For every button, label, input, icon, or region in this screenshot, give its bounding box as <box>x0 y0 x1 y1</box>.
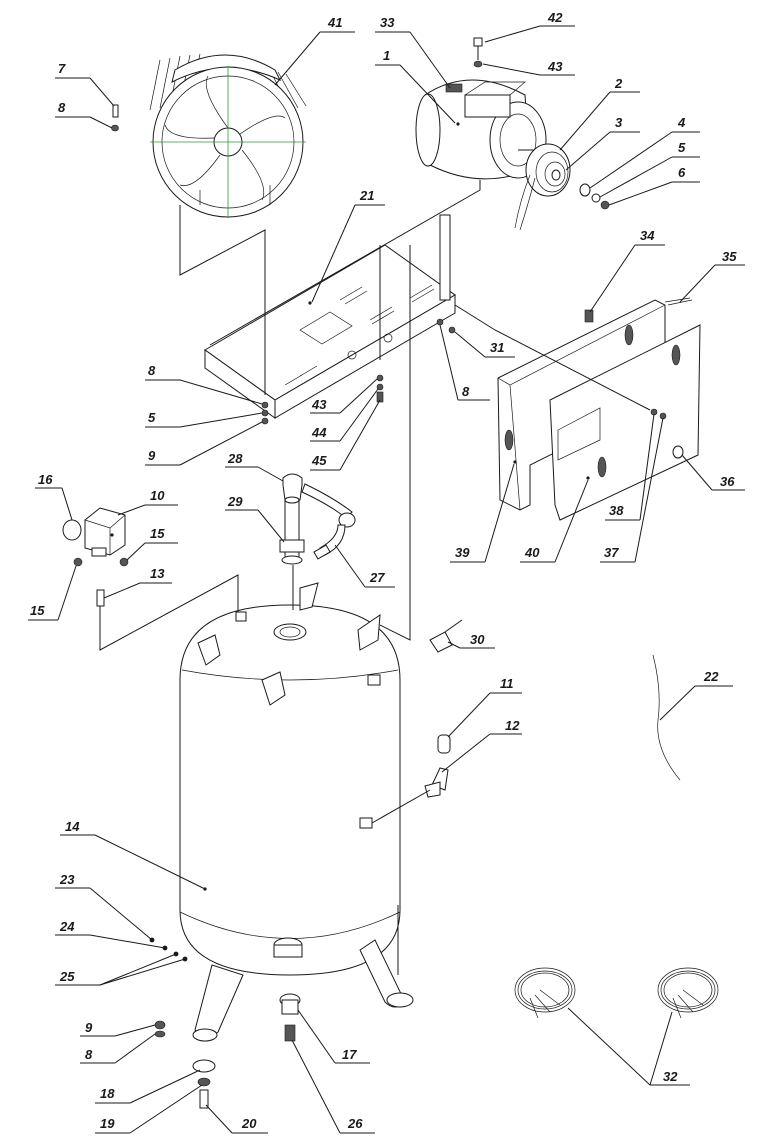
callout-21: 21 <box>359 188 374 203</box>
callout-20: 20 <box>241 1116 257 1131</box>
air-hose <box>652 654 681 781</box>
callout-30: 30 <box>470 632 485 647</box>
callout-15-left: 15 <box>30 603 45 618</box>
callout-8-left: 8 <box>148 363 156 378</box>
callout-16: 16 <box>38 472 53 487</box>
base-fasteners <box>261 318 456 425</box>
callout-39: 39 <box>455 545 470 560</box>
callout-5-left: 5 <box>148 410 156 425</box>
callout-24: 24 <box>59 919 75 934</box>
callout-27: 27 <box>369 570 385 585</box>
callout-23: 23 <box>59 872 75 887</box>
callout-13: 13 <box>150 566 165 581</box>
callout-33: 33 <box>380 15 395 30</box>
callout-44: 44 <box>311 425 327 440</box>
pulley-fasteners <box>579 183 610 210</box>
callout-31: 31 <box>490 340 504 355</box>
fan-pump-assembly <box>149 53 307 218</box>
callout-22: 22 <box>703 669 719 684</box>
wire-coils <box>514 967 719 1019</box>
air-tank <box>179 582 401 976</box>
callout-32: 32 <box>663 1069 678 1084</box>
callout-35: 35 <box>722 249 737 264</box>
callout-11: 11 <box>500 676 514 691</box>
assembly-lines <box>99 180 651 975</box>
check-valve <box>279 473 356 565</box>
callout-8-bottom: 8 <box>85 1047 93 1062</box>
callout-43-mid: 43 <box>311 397 327 412</box>
callout-6: 6 <box>678 165 686 180</box>
motor-pulley <box>514 143 571 231</box>
callout-34: 34 <box>640 228 655 243</box>
callout-17: 17 <box>342 1047 357 1062</box>
motor-bolt <box>473 37 483 68</box>
motor-base-plate <box>204 214 456 419</box>
callout-12: 12 <box>505 718 520 733</box>
callout-5-top: 5 <box>678 140 686 155</box>
callout-15-right: 15 <box>150 526 165 541</box>
callouts: 41 33 1 42 43 7 8 2 3 4 5 6 21 <box>28 10 745 1134</box>
callout-10: 10 <box>150 488 165 503</box>
pressure-switch <box>62 507 129 607</box>
callout-40: 40 <box>524 545 540 560</box>
callout-45: 45 <box>311 453 327 468</box>
callout-38: 38 <box>609 503 624 518</box>
callout-4: 4 <box>677 115 686 130</box>
callout-2: 2 <box>614 76 623 91</box>
callout-8-top: 8 <box>58 100 66 115</box>
safety-valve <box>424 734 451 798</box>
callout-19: 19 <box>100 1116 115 1131</box>
callout-37: 37 <box>604 545 619 560</box>
callout-42: 42 <box>547 10 563 25</box>
callout-3: 3 <box>615 115 623 130</box>
callout-43-top: 43 <box>547 59 563 74</box>
tank-legs <box>192 939 414 1042</box>
belt-guard <box>497 297 701 521</box>
callout-8-mid: 8 <box>462 384 470 399</box>
callout-28: 28 <box>227 451 243 466</box>
callout-26: 26 <box>347 1116 363 1131</box>
callout-25: 25 <box>59 969 75 984</box>
callout-36: 36 <box>720 474 735 489</box>
callout-29: 29 <box>227 494 243 509</box>
callout-14: 14 <box>65 819 80 834</box>
ball-valve <box>429 619 463 653</box>
callout-7: 7 <box>58 61 66 76</box>
callout-9-bottom: 9 <box>85 1020 93 1035</box>
fan-bolt <box>111 104 119 132</box>
callout-9-left: 9 <box>148 448 156 463</box>
callout-41: 41 <box>327 15 342 30</box>
callout-18: 18 <box>100 1086 115 1101</box>
callout-1: 1 <box>383 48 390 63</box>
